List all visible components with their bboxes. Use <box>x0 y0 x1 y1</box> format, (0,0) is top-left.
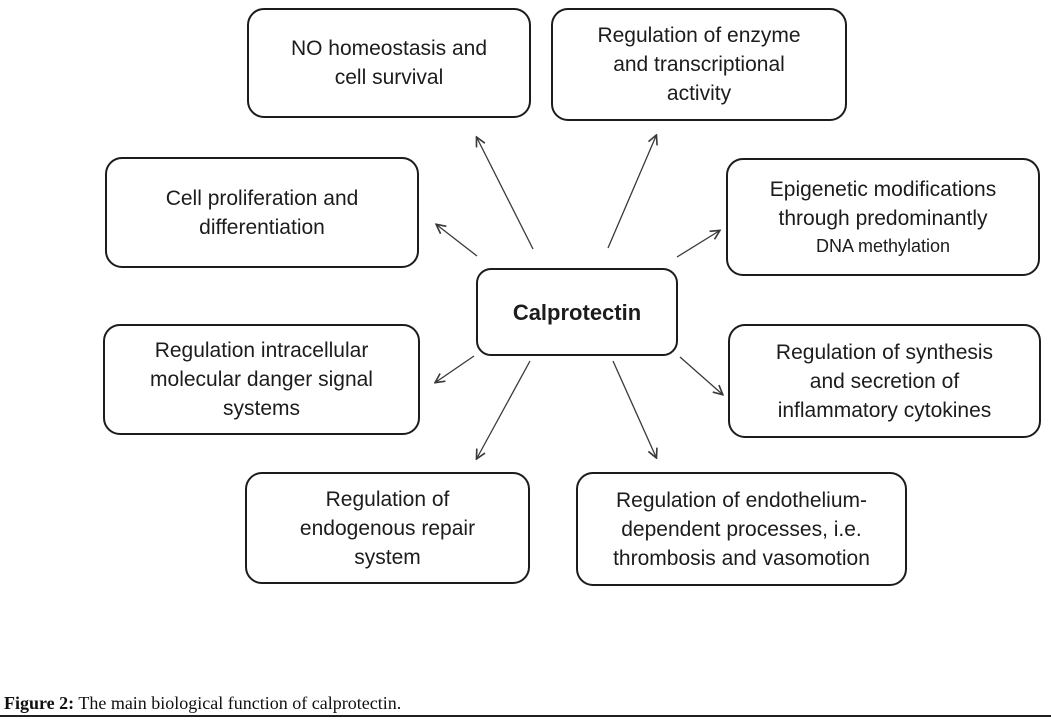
arrow-to-enzyme-regulation <box>607 136 656 249</box>
node-line: through predominantly <box>778 207 988 230</box>
node-line: dependent processes, i.e. <box>621 517 862 541</box>
node-cell-proliferation: Cell proliferation and differentiation <box>105 157 419 268</box>
node-no-homeostasis: NO homeostasis and cell survival <box>247 8 531 118</box>
center-node-label: Calprotectin <box>512 299 642 325</box>
arrow-to-no-homeostasis <box>477 138 534 250</box>
figure-caption-label: Figure 2: <box>4 693 75 713</box>
node-text: NO homeostasis and cell survival <box>291 34 487 92</box>
node-line: Epigenetic modifications <box>769 178 997 201</box>
node-line: Cell proliferation and <box>165 186 359 210</box>
node-line: system <box>354 545 421 569</box>
node-epigenetic-modifications: Epigenetic modifications through predomin… <box>726 158 1040 276</box>
arrow-to-cell-proliferation <box>437 225 478 257</box>
bottom-divider <box>0 715 1051 717</box>
node-line: DNA methylation <box>815 236 951 256</box>
node-text: Regulation of endogenous repair system <box>300 485 475 572</box>
node-line: and transcriptional <box>613 53 785 76</box>
node-line: Regulation of synthesis <box>775 340 994 364</box>
figure-caption-text: The main biological function of calprote… <box>74 693 402 713</box>
node-line: and secretion of <box>809 369 960 393</box>
node-line: molecular danger signal <box>150 368 373 391</box>
node-intracellular-danger-signal: Regulation intracellular molecular danger… <box>103 324 420 435</box>
node-endogenous-repair: Regulation of endogenous repair system <box>245 472 530 584</box>
node-line: Regulation of endothelium- <box>616 488 867 512</box>
node-text: Regulation intracellular molecular danger… <box>150 336 373 423</box>
node-text: Cell proliferation and differentiation <box>166 184 359 242</box>
arrow-to-endogenous-repair <box>477 360 531 458</box>
node-cytokine-synthesis: Regulation of synthesis and secretion of i… <box>728 324 1041 438</box>
node-line: thrombosis and vasomotion <box>613 546 870 570</box>
node-line: cell survival <box>334 66 444 89</box>
arrow-to-intracellular-danger-signal <box>436 355 475 382</box>
arrow-to-cytokine-synthesis <box>679 356 722 394</box>
node-line: systems <box>222 397 300 420</box>
arrow-to-epigenetic-modifications <box>676 231 719 258</box>
node-line: activity <box>666 82 732 105</box>
arrow-to-endothelium-processes <box>612 360 656 457</box>
node-line: endogenous repair <box>299 516 476 540</box>
node-line: differentiation <box>199 215 325 239</box>
node-text: Regulation of endothelium-dependent proc… <box>613 486 870 573</box>
node-text: Epigenetic modifications through predomin… <box>770 175 996 259</box>
node-endothelium-processes: Regulation of endothelium-dependent proc… <box>576 472 907 586</box>
figure-caption: Figure 2: The main biological function o… <box>4 693 401 714</box>
node-line: Regulation intracellular <box>154 339 369 362</box>
node-line: Regulation of <box>325 487 450 511</box>
node-line: Regulation of enzyme <box>597 24 801 47</box>
node-text: Regulation of enzyme and transcriptional a… <box>597 21 800 108</box>
node-enzyme-regulation: Regulation of enzyme and transcriptional a… <box>551 8 847 121</box>
node-text: Regulation of synthesis and secretion of i… <box>776 338 993 425</box>
node-line: inflammatory cytokines <box>777 398 992 422</box>
node-line: NO homeostasis and <box>290 37 488 60</box>
center-node-calprotectin: Calprotectin <box>476 268 678 356</box>
